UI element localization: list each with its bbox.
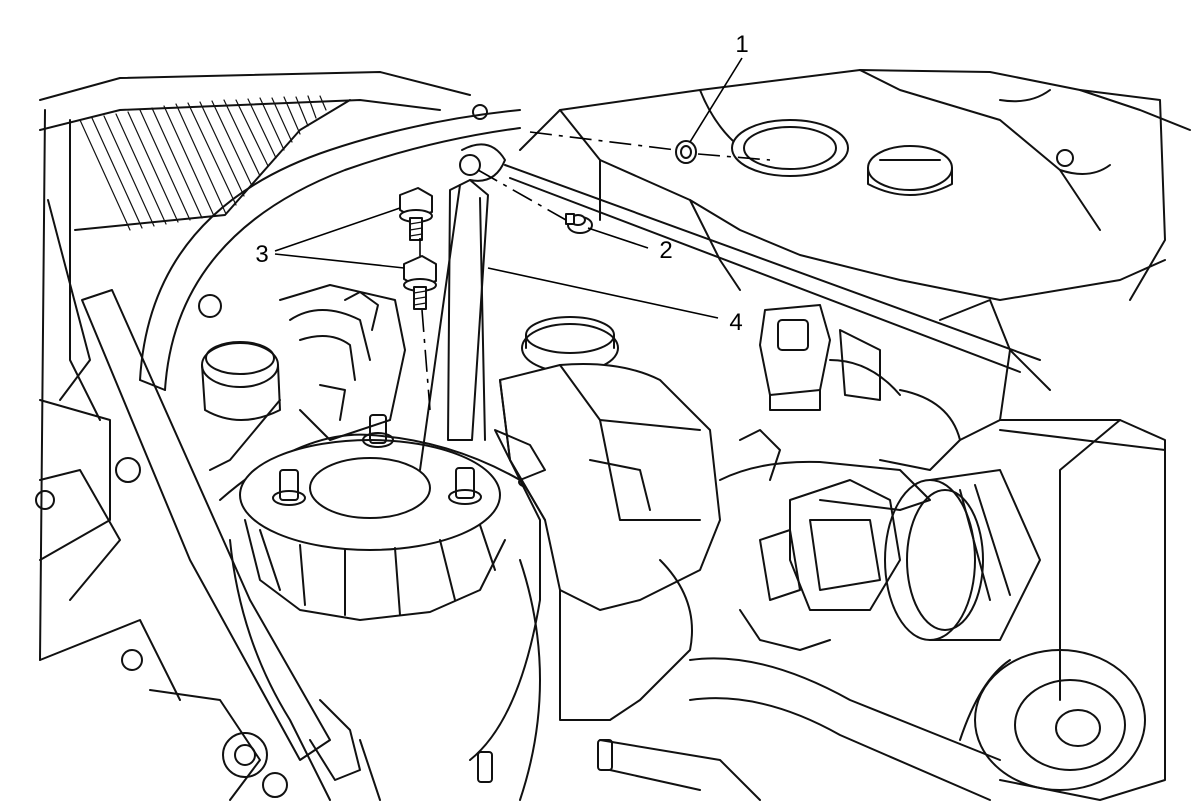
bolt-3-lower xyxy=(403,255,437,310)
strut-tower xyxy=(219,414,548,801)
fastener-1 xyxy=(675,140,697,164)
callout-3: 3 xyxy=(255,241,268,268)
brake-reservoir xyxy=(201,284,406,471)
leader-lines xyxy=(274,57,743,319)
hood-strut-brace xyxy=(419,143,506,471)
coolant-reservoir xyxy=(494,316,721,721)
install-lines xyxy=(419,131,771,411)
callout-2: 2 xyxy=(659,237,672,264)
throttle-body xyxy=(759,479,901,611)
fastener-2 xyxy=(565,213,593,234)
sensor-valve xyxy=(759,304,901,411)
lower-hoses xyxy=(599,609,1001,801)
bolt-3-upper xyxy=(399,187,433,241)
right-hoses xyxy=(719,299,1051,511)
hood-seal xyxy=(139,104,521,391)
engine-cover xyxy=(519,69,1191,301)
pulley xyxy=(959,649,1146,791)
hood-prop-rod xyxy=(504,164,1041,373)
left-fender xyxy=(39,71,471,781)
callout-1: 1 xyxy=(735,31,748,58)
air-intake-duct xyxy=(884,419,1166,801)
lower-left-mounts xyxy=(35,490,613,801)
callout-4: 4 xyxy=(729,309,742,336)
